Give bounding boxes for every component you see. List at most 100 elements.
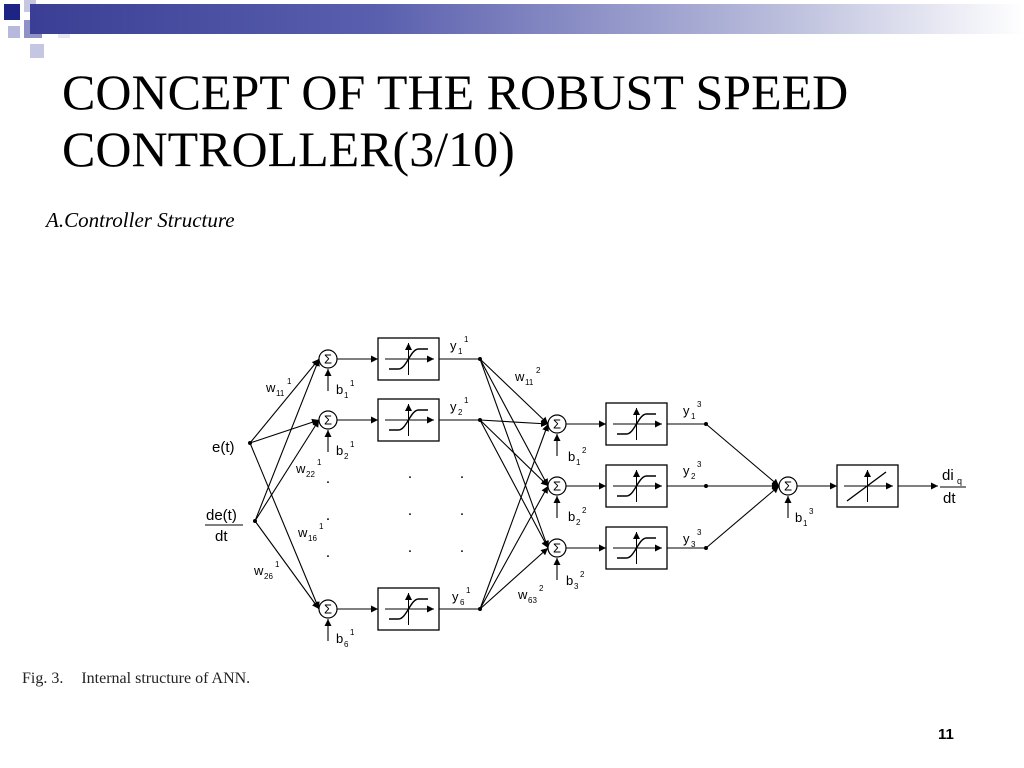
label-base: w [295,461,306,476]
title-line-1: CONCEPT OF THE ROBUST SPEED [62,64,849,120]
label-base: y [450,338,457,353]
label-subscript: 6 [460,598,465,607]
output-sum-node: Σ [778,476,798,496]
ellipsis-dot: . [408,465,412,482]
label-superscript: 2 [580,570,585,579]
label-subscript: 1 [691,412,696,421]
label-base: w [514,369,525,384]
junction-dot [704,422,708,426]
ellipsis-dot: . [326,507,330,524]
junction-dot [478,607,482,611]
label-subscript: 1 [458,347,463,356]
ellipsis-dot: . [460,502,464,519]
ellipsis-dot: . [460,539,464,556]
label-base: y [683,403,690,418]
weight-line-de-to-neuron1 [254,358,320,522]
label-superscript: 3 [697,460,702,469]
junction-dot [478,357,482,361]
sigma-symbol: Σ [553,541,561,556]
layer2-activation-1 [605,402,668,446]
ellipsis-dot: . [326,544,330,561]
weight-line-e-to-neuron2 [249,418,320,444]
label-superscript: 3 [697,528,702,537]
summation-circle [547,538,567,558]
layer2-activation-2 [605,464,668,508]
ellipsis-dot: . [408,539,412,556]
label-subscript: 16 [308,534,317,543]
label-superscript: 2 [539,584,544,593]
label-base: b [336,443,343,458]
label-subscript: 63 [528,596,537,605]
label-subscript: 3 [574,582,579,591]
output-activation-linear [836,464,899,508]
label-superscript: 1 [350,379,355,388]
weight-line-l1-2-to-l2-1 [479,419,549,428]
sigmoid-curve [389,348,428,370]
sigma-symbol: Σ [553,417,561,432]
label-superscript: 1 [319,522,324,531]
junction-dot [478,418,482,422]
hidden-sum-node-1: Σ [318,349,338,369]
junction-dot [253,519,257,523]
label-subscript: 6 [344,640,349,649]
label-base: w [517,587,528,602]
sigmoid-curve [617,537,656,559]
label-base: b [795,510,802,525]
label-base: w [253,563,264,578]
input-label-de-numerator: de(t) [206,507,237,524]
label-subscript: 1 [803,519,808,528]
sigma-symbol: Σ [553,479,561,494]
output-label-numerator: di [942,467,954,484]
ellipsis-dot: . [408,502,412,519]
weight-line-de-to-neuron2 [254,419,320,522]
ellipsis-dot: . [326,470,330,487]
slide-title: CONCEPT OF THE ROBUST SPEED CONTROLLER(3… [62,64,1002,178]
header-gradient-bar [30,4,1024,34]
page-number: 11 [938,726,954,743]
label-superscript: 1 [287,377,292,386]
sigma-symbol: Σ [324,352,332,367]
weight-line-l1-6-to-l2-2 [479,485,549,610]
label-superscript: 1 [317,458,322,467]
label-superscript: 1 [464,396,469,405]
label-subscript: 3 [691,540,696,549]
label-base: w [297,525,308,540]
junction-dot [704,484,708,488]
summation-circle [318,599,338,619]
sigmoid-curve [389,598,428,620]
summation-circle [318,410,338,430]
weight-line-l2-1-to-output [705,423,780,487]
summation-circle [547,414,567,434]
label-base: w [265,380,276,395]
figure-caption: Fig. 3. Internal structure of ANN. [22,670,250,688]
weight-line-e-to-neuron6 [249,442,320,610]
layer2-sum-node-3: Σ [547,538,567,558]
title-line-2: CONTROLLER(3/10) [62,121,515,177]
label-superscript: 1 [350,440,355,449]
sigma-symbol: Σ [324,602,332,617]
label-base: b [336,382,343,397]
sigma-symbol: Σ [784,479,792,494]
output-label-denominator: dt [943,490,956,507]
sigma-symbol: Σ [324,413,332,428]
hidden-activation-6 [377,587,440,631]
layer2-sum-node-2: Σ [547,476,567,496]
label-superscript: 1 [275,560,280,569]
label-base: y [452,589,459,604]
label-subscript: 2 [576,518,581,527]
